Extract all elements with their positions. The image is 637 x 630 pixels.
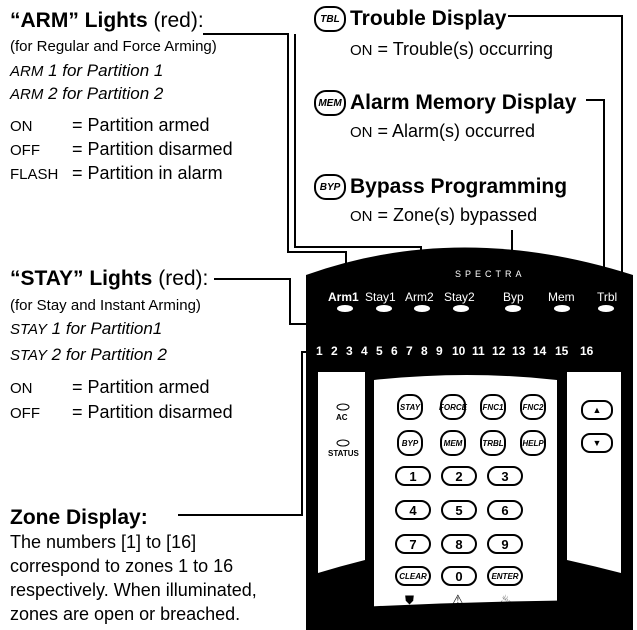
stay-off-row: OFF= Partition disarmed: [10, 402, 233, 422]
label-trbl: Trbl: [597, 290, 618, 304]
memory-heading: Alarm Memory Display: [350, 91, 577, 114]
led-byp: [505, 305, 521, 312]
police-panic-icon: ⛊: [405, 593, 415, 607]
fire-panic-icon: ♨: [500, 592, 512, 607]
zone-number-15: 15: [555, 344, 569, 358]
memory-desc: ON = Alarm(s) occurred: [350, 121, 536, 141]
stay-lights-note: (for Stay and Instant Arming): [10, 297, 201, 314]
zone-number-3: 3: [346, 344, 353, 358]
enter-key[interactable]: ENTER: [487, 566, 523, 586]
panic-label-1: [1] + [3]: [403, 609, 424, 615]
led-stay1: [376, 305, 392, 312]
status-label: STATUS: [328, 449, 359, 458]
label-byp: Byp: [503, 290, 524, 304]
key-7[interactable]: 7: [395, 534, 431, 554]
trouble-heading: Trouble Display: [350, 7, 507, 30]
key-4[interactable]: 4: [395, 500, 431, 520]
label-stay2: Stay2: [444, 290, 475, 304]
stay-on-row: ON= Partition armed: [10, 377, 210, 397]
stay-partition-2: STAY 2 for Partition 2: [10, 345, 167, 364]
label-arm2: Arm2: [405, 290, 434, 304]
zone-number-7: 7: [406, 344, 413, 358]
stay-lights-heading: “STAY” Lights (red):: [10, 267, 209, 290]
zone-desc-line-1: The numbers [1] to [16]: [10, 532, 197, 552]
label-mem: Mem: [548, 290, 575, 304]
trbl-line: [508, 15, 623, 295]
zone-number-4: 4: [361, 344, 368, 358]
key-1[interactable]: 1: [395, 466, 431, 486]
mem-icon: MEM: [314, 90, 346, 116]
led-arm2: [414, 305, 430, 312]
trbl-key[interactable]: TRBL: [480, 430, 506, 456]
led-arm1: [337, 305, 353, 312]
zone-number-6: 6: [391, 344, 398, 358]
led-mem: [554, 305, 570, 312]
ac-label: AC: [336, 413, 348, 422]
warning-panic-icon: ⚠: [452, 592, 464, 607]
arm-flash-row: FLASH= Partition in alarm: [10, 163, 223, 183]
zone-number-14: 14: [533, 344, 547, 358]
led-trbl: [598, 305, 614, 312]
key-6[interactable]: 6: [487, 500, 523, 520]
label-arm1: Arm1: [328, 290, 359, 304]
arm-on-row: ON= Partition armed: [10, 115, 210, 135]
key-0[interactable]: 0: [441, 566, 477, 586]
zone-number-9: 9: [436, 344, 443, 358]
key-8[interactable]: 8: [441, 534, 477, 554]
led-stay2: [453, 305, 469, 312]
force-key[interactable]: FORCE: [439, 394, 467, 420]
zone-number-2: 2: [331, 344, 338, 358]
byp-icon: BYP: [314, 174, 346, 200]
mem-key[interactable]: MEM: [440, 430, 466, 456]
arm-off-row: OFF= Partition disarmed: [10, 139, 233, 159]
key-2[interactable]: 2: [441, 466, 477, 486]
fnc2-key[interactable]: FNC2: [520, 394, 546, 420]
arm-partition-1: ARM 1 for Partition 1: [10, 61, 164, 80]
zone-desc-line-4: zones are open or breached.: [10, 604, 241, 624]
zone-number-1: 1: [316, 344, 323, 358]
clear-key[interactable]: CLEAR: [395, 566, 431, 586]
arm-lights-heading: “ARM” Lights (red):: [10, 9, 204, 32]
arm-lights-note: (for Regular and Force Arming): [10, 38, 217, 55]
help-key[interactable]: HELP: [520, 430, 546, 456]
tbl-icon: TBL: [314, 6, 346, 32]
zone-desc-line-3: respectively. When illuminated,: [10, 580, 257, 600]
fnc1-key[interactable]: FNC1: [480, 394, 506, 420]
zone-desc-line-2: correspond to zones 1 to 16: [10, 556, 234, 576]
zone-display-heading: Zone Display:: [10, 506, 148, 529]
brand-logo: SPECTRA: [455, 269, 526, 279]
arm-partition-2: ARM 2 for Partition 2: [10, 84, 164, 103]
key-9[interactable]: 9: [487, 534, 523, 554]
panic-label-2: [4] + [6]: [449, 609, 470, 615]
zone-number-11: 11: [472, 344, 485, 358]
key-3[interactable]: 3: [487, 466, 523, 486]
stay-key[interactable]: STAY: [397, 394, 423, 420]
zone-number-13: 13: [512, 344, 526, 358]
scroll-down-button[interactable]: ▼: [581, 433, 613, 453]
stay-partition-1: STAY 1 for Partition1: [10, 319, 163, 338]
zone-number-10: 10: [452, 344, 466, 358]
panic-label-3: [7] + [9]: [497, 609, 518, 615]
byp-key[interactable]: BYP: [397, 430, 423, 456]
bypass-desc: ON = Zone(s) bypassed: [350, 205, 538, 225]
scroll-up-button[interactable]: ▲: [581, 400, 613, 420]
zone-number-16: 16: [580, 344, 594, 358]
label-stay1: Stay1: [365, 290, 396, 304]
key-5[interactable]: 5: [441, 500, 477, 520]
zone-number-5: 5: [376, 344, 383, 358]
bypass-heading: Bypass Programming: [350, 175, 568, 198]
zone-number-8: 8: [421, 344, 428, 358]
zone-number-12: 12: [492, 344, 506, 358]
trouble-desc: ON = Trouble(s) occurring: [350, 39, 554, 59]
